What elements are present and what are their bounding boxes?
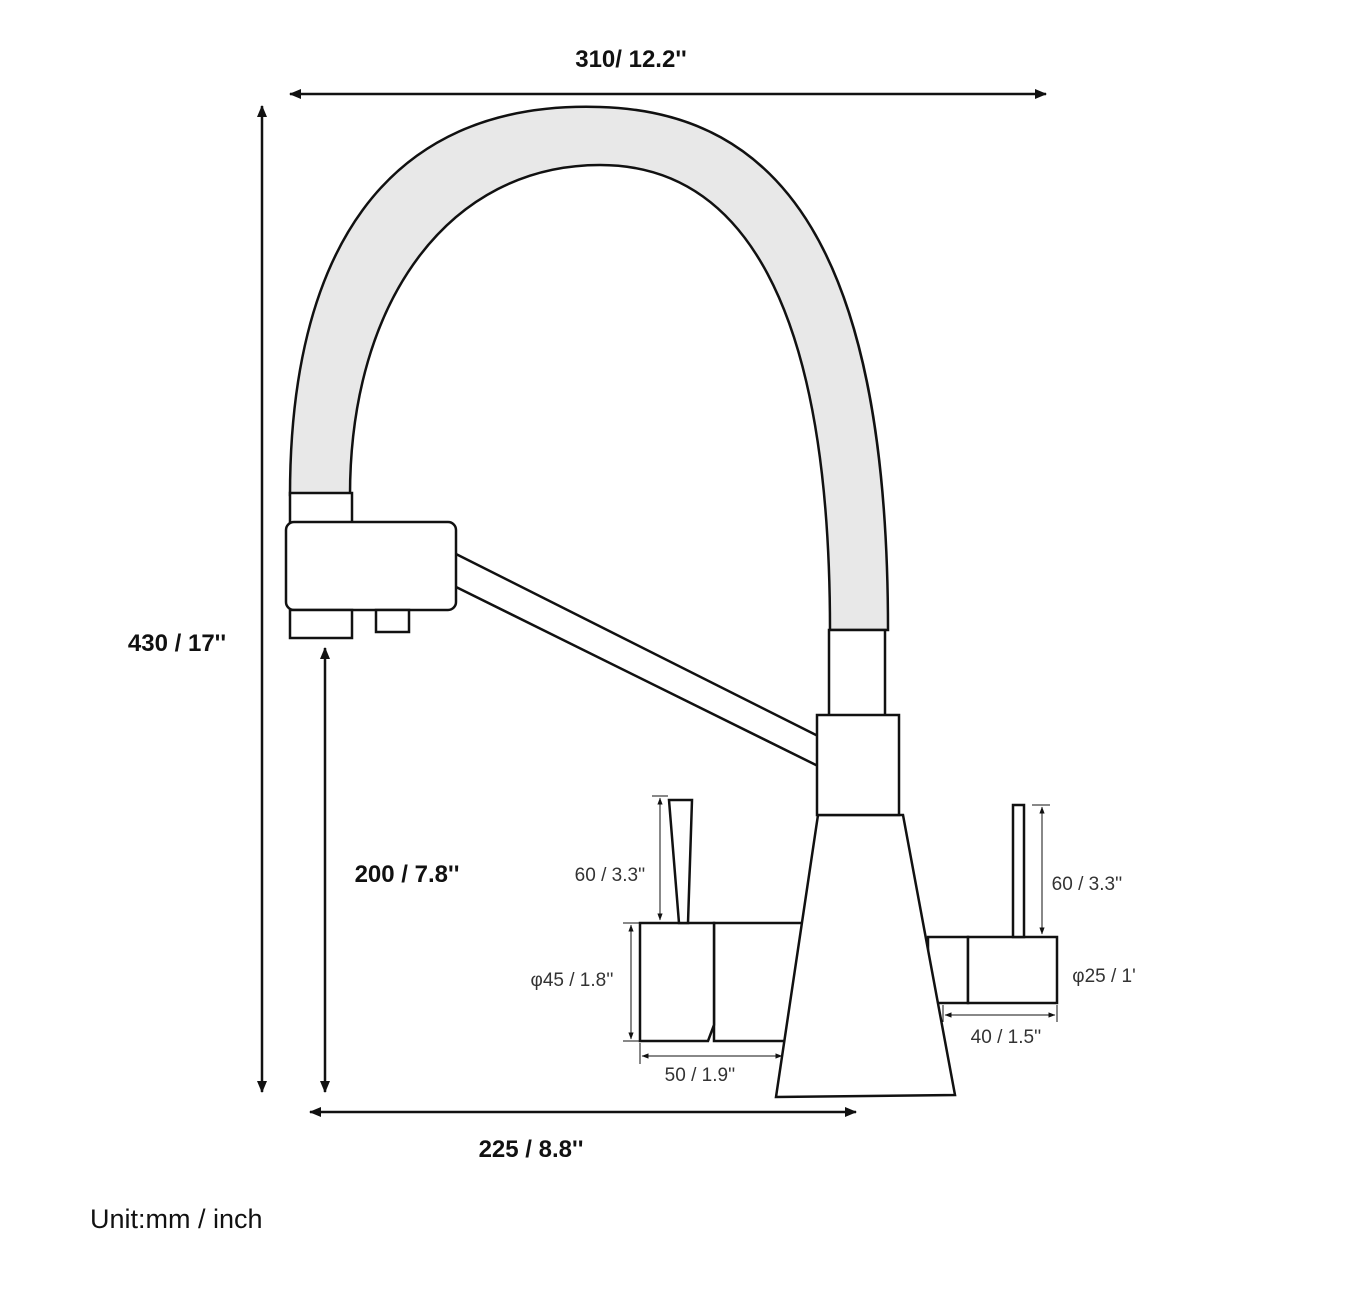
dimension-lines	[257, 89, 1058, 1117]
unit-note: Unit:mm / inch	[90, 1204, 263, 1234]
swivel-collar	[815, 713, 901, 817]
total-height-label: 430 / 17''	[128, 630, 226, 657]
left-handle-height-label: 60 / 3.3''	[575, 865, 646, 886]
dimension-labels: 310/ 12.2'' 430 / 17'' 200 / 7.8'' 225 /…	[90, 46, 1136, 1234]
left-body-diameter-label: φ45 / 1.8''	[531, 970, 614, 991]
faucet-illustration	[284, 105, 1059, 1099]
right-body-length-label: 40 / 1.5''	[971, 1027, 1042, 1048]
total-width-label: 310/ 12.2''	[575, 46, 687, 73]
hose-sleeve	[827, 628, 887, 719]
spray-outlet-filter	[374, 608, 411, 634]
right-body-diameter-label: φ25 / 1'	[1072, 966, 1136, 987]
flexible-hose	[288, 105, 890, 632]
left-handle-lever	[667, 798, 694, 925]
reach-label: 225 / 8.8''	[479, 1136, 584, 1163]
right-handle-lever	[1011, 803, 1026, 939]
left-body-cap	[638, 921, 716, 1043]
hose-collar	[288, 491, 354, 525]
spout-arm	[451, 550, 821, 769]
spray-head	[284, 520, 458, 612]
faucet-base-cone	[774, 813, 957, 1099]
left-body-length-label: 50 / 1.9''	[665, 1065, 736, 1086]
right-body-cap	[966, 935, 1059, 1005]
spout-clearance-label: 200 / 7.8''	[355, 861, 460, 888]
right-handle-height-label: 60 / 3.3''	[1052, 874, 1123, 895]
spray-outlet-main	[288, 608, 354, 640]
